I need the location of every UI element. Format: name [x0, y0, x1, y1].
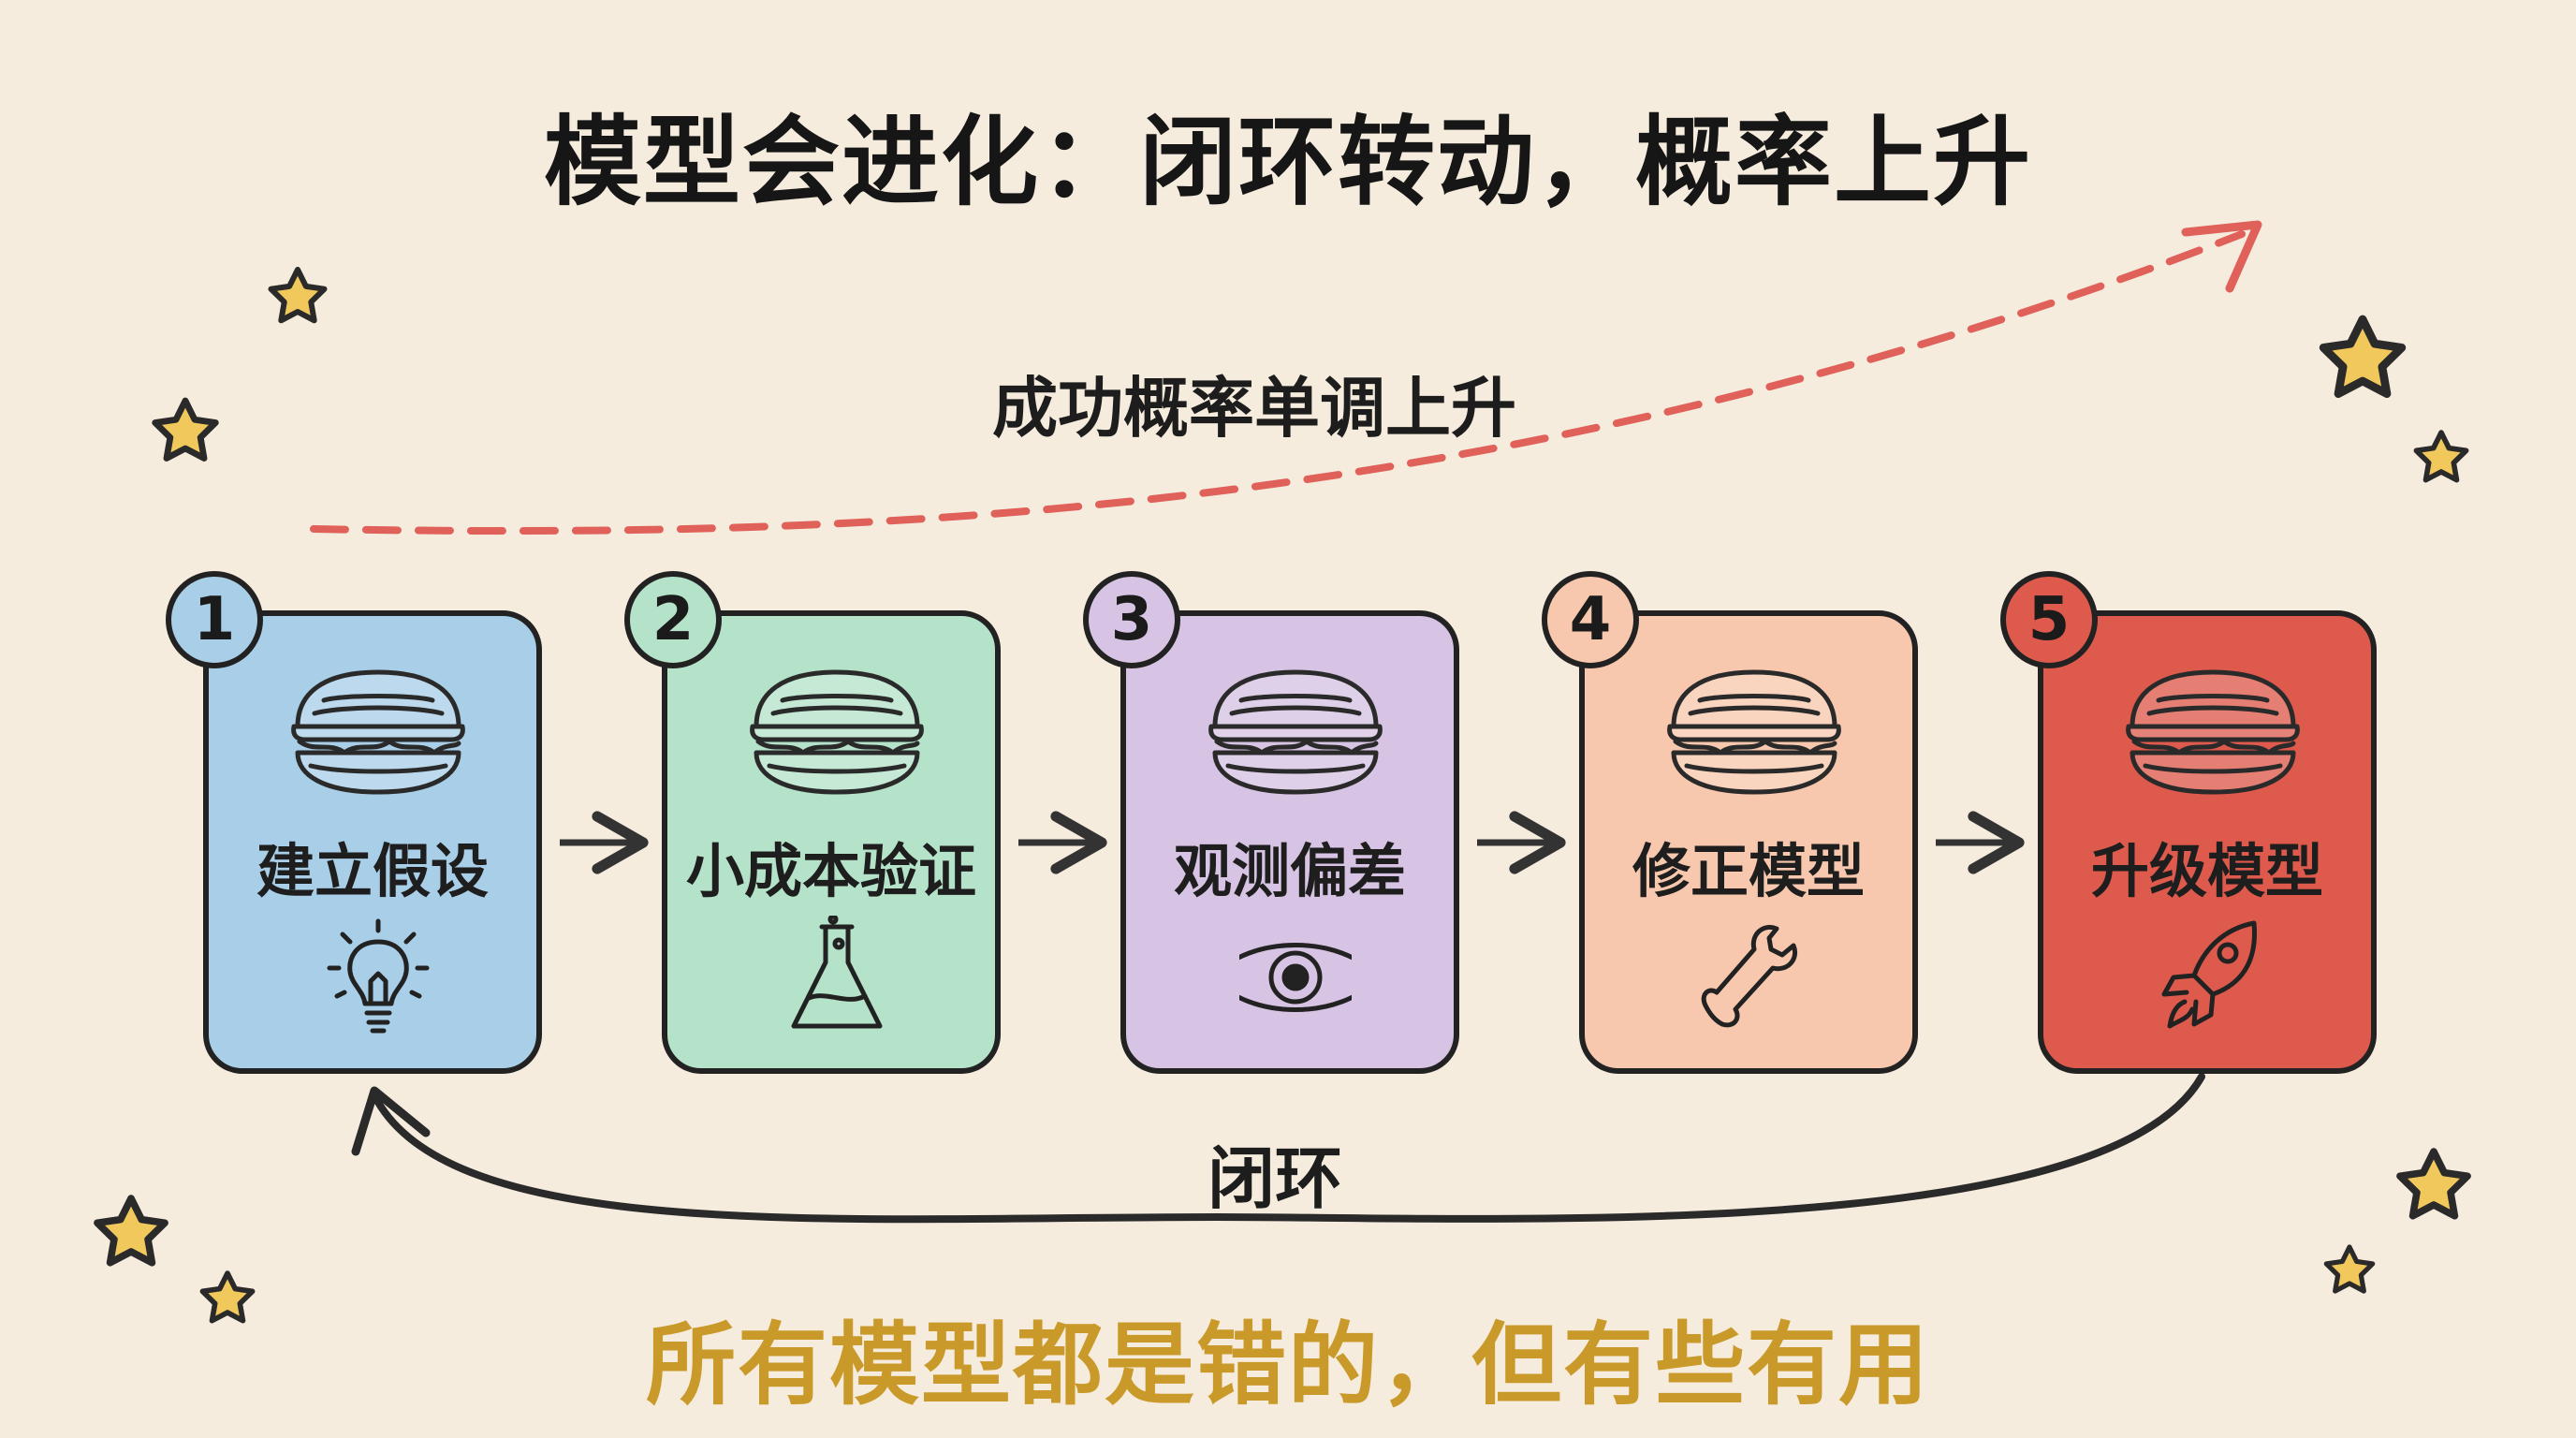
step-label: 建立假设	[256, 837, 489, 905]
step-number-badge: 4	[1542, 571, 1639, 668]
step-card-5: 升级模型	[2038, 610, 2377, 1074]
star-icon	[199, 1270, 256, 1324]
flask-icon	[791, 916, 883, 1029]
macaron-icon	[291, 669, 465, 795]
step-card-3: 观测偏差	[1120, 610, 1459, 1074]
step-card-2: 小成本验证	[662, 610, 1001, 1074]
step-card-4: 修正模型	[1579, 610, 1918, 1074]
loop-arrowhead	[351, 1086, 431, 1156]
trend-label: 成功概率单调上升	[992, 370, 1516, 447]
footer-quote: 所有模型都是错的，但有些有用	[646, 1313, 1930, 1417]
star-icon	[2323, 1244, 2376, 1294]
macaron-icon	[1208, 669, 1383, 795]
star-icon	[2319, 315, 2407, 399]
step-number-badge: 1	[166, 571, 263, 668]
loop-arrow	[371, 1073, 2205, 1224]
star-icon	[2413, 430, 2469, 483]
step-card-1: 建立假设	[203, 610, 542, 1074]
star-icon	[2396, 1148, 2471, 1220]
page-title: 模型会进化：闭环转动，概率上升	[543, 105, 2032, 219]
lightbulb-icon	[327, 918, 430, 1034]
loop-label: 闭环	[1208, 1139, 1343, 1218]
star-icon	[94, 1195, 168, 1267]
macaron-icon	[1667, 669, 1841, 795]
wrench-icon	[1701, 925, 1797, 1028]
step-number-badge: 3	[1083, 571, 1180, 668]
rocket-icon	[2161, 920, 2258, 1029]
step-number-badge: 2	[624, 571, 722, 668]
macaron-icon	[750, 669, 924, 795]
step-label: 小成本验证	[685, 837, 976, 905]
macaron-icon	[2126, 669, 2300, 795]
star-icon	[268, 267, 328, 324]
step-label: 升级模型	[2090, 837, 2323, 905]
step-label: 修正模型	[1632, 837, 1865, 905]
trend-arrowhead	[2181, 220, 2262, 293]
star-icon	[152, 397, 219, 462]
step-label: 观测偏差	[1173, 837, 1406, 905]
step-number-badge: 5	[2000, 571, 2098, 668]
eye-icon	[1239, 943, 1352, 1012]
